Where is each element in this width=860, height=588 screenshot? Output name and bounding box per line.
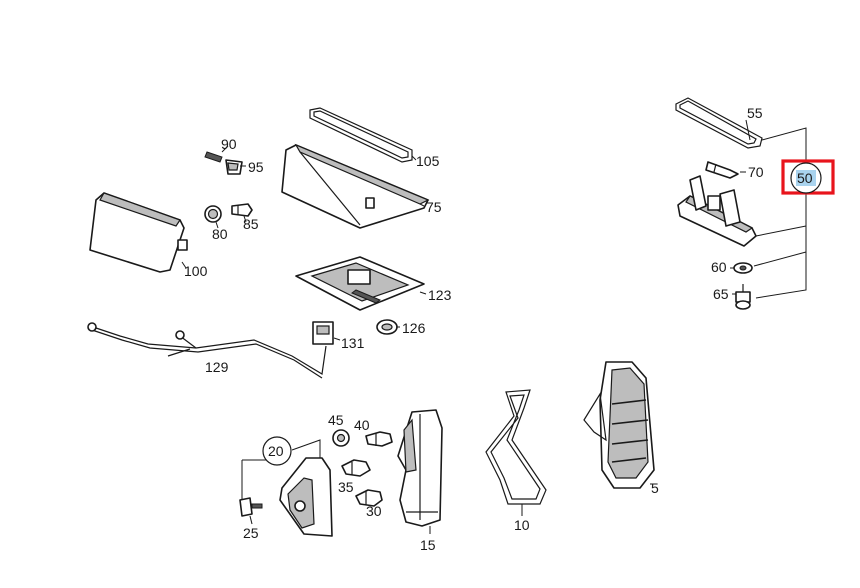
callout-60[interactable]: 60	[711, 259, 727, 275]
part-123-holder-plate	[295, 256, 425, 311]
callout-40[interactable]: 40	[354, 417, 370, 433]
callout-126[interactable]: 126	[402, 320, 426, 336]
part-100-lamp-housing	[89, 192, 188, 273]
callout-30[interactable]: 30	[366, 503, 382, 519]
leader-ticks	[181, 119, 751, 534]
callout-65[interactable]: 65	[713, 286, 729, 302]
callout-80[interactable]: 80	[212, 226, 228, 242]
callout-50[interactable]: 50	[797, 170, 813, 186]
part-65-screw	[735, 284, 751, 310]
callout-15[interactable]: 15	[420, 537, 436, 553]
part-35-bulb	[341, 459, 371, 477]
right-bracket-leaders	[753, 127, 807, 299]
callout-105[interactable]: 105	[416, 153, 440, 169]
callout-100[interactable]: 100	[184, 263, 208, 279]
part-45-nut	[332, 429, 350, 447]
part-70-bulb	[705, 161, 739, 179]
callout-5[interactable]: 5	[651, 480, 659, 496]
callout-25[interactable]: 25	[243, 525, 259, 541]
part-60-washer	[733, 262, 753, 274]
callout-131[interactable]: 131	[341, 335, 365, 351]
callout-50-highlight[interactable]: 50	[781, 159, 835, 195]
part-15-lens	[397, 409, 443, 527]
part-95-clip	[225, 159, 243, 175]
callout-95[interactable]: 95	[248, 159, 264, 175]
callout-129[interactable]: 129	[205, 359, 229, 375]
part-20-bracket	[279, 457, 333, 537]
part-5-taillight	[583, 361, 655, 489]
callout-85[interactable]: 85	[243, 216, 259, 232]
callout-90[interactable]: 90	[221, 136, 237, 152]
part-20-leaders	[241, 439, 321, 500]
callout-70[interactable]: 70	[748, 164, 764, 180]
part-105-gasket	[309, 107, 413, 163]
part-50-lamp-assembly	[677, 175, 757, 247]
callout-20-circle[interactable]: 20	[262, 436, 292, 466]
callout-35[interactable]: 35	[338, 479, 354, 495]
part-25-clip	[239, 497, 263, 517]
callout-75[interactable]: 75	[426, 199, 442, 215]
selection-highlight	[796, 170, 816, 186]
callout-55[interactable]: 55	[747, 105, 763, 121]
part-80-socket	[204, 205, 222, 223]
callout-20[interactable]: 20	[268, 443, 284, 459]
callout-123[interactable]: 123	[428, 287, 452, 303]
part-131-connector	[312, 321, 334, 345]
part-40-bulb	[365, 431, 393, 447]
callout-labels: 90 95 80 85 100 105 75 123 126 131 129 5…	[184, 105, 764, 553]
part-129-wiring-harness	[87, 322, 327, 379]
part-30-bulb	[355, 489, 383, 507]
callout-45[interactable]: 45	[328, 412, 344, 428]
part-90-pin	[204, 151, 223, 163]
part-85-bulb	[231, 203, 253, 217]
part-126-grommet	[376, 319, 398, 335]
part-10-gasket-loop	[485, 389, 547, 505]
callout-10[interactable]: 10	[514, 517, 530, 533]
part-75-lamp-body	[281, 143, 430, 229]
part-55-gasket	[675, 97, 763, 149]
